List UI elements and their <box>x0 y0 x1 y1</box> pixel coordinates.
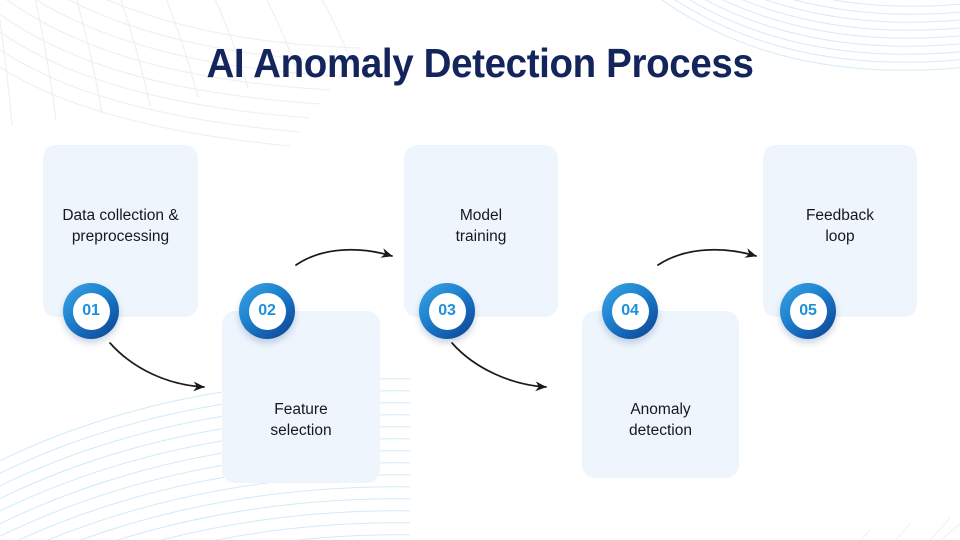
step-badge-inner-05: 05 <box>789 292 827 330</box>
step-number-01: 01 <box>82 302 100 319</box>
step-card-04[interactable]: Anomaly detection <box>582 311 739 478</box>
step-badge-inner-04: 04 <box>611 292 649 330</box>
step-badge-inner-02: 02 <box>248 292 286 330</box>
step-badge-01[interactable]: 01 <box>63 283 119 339</box>
step-card-02[interactable]: Feature selection <box>222 311 380 483</box>
step-label-02: Feature selection <box>270 401 332 439</box>
step-label-03: Model training <box>455 207 507 245</box>
page-title: AI Anomaly Detection Process <box>206 40 754 86</box>
step-card-01[interactable]: Data collection & preprocessing <box>43 145 198 317</box>
step-badge-03[interactable]: 03 <box>419 283 475 339</box>
step-badge-04[interactable]: 04 <box>602 283 658 339</box>
step-number-05: 05 <box>799 302 817 319</box>
step-badge-inner-01: 01 <box>72 292 110 330</box>
step-number-02: 02 <box>258 302 276 319</box>
step-number-04: 04 <box>621 302 639 319</box>
step-badge-02[interactable]: 02 <box>239 283 295 339</box>
step-number-03: 03 <box>438 302 456 319</box>
step-label-05: Feedback loop <box>805 207 875 245</box>
step-card-05[interactable]: Feedback loop <box>763 145 917 317</box>
step-label-01: Data collection & preprocessing <box>62 207 179 245</box>
step-label-04: Anomaly detection <box>629 401 692 439</box>
step-badge-inner-03: 03 <box>428 292 466 330</box>
step-badge-05[interactable]: 05 <box>780 283 836 339</box>
